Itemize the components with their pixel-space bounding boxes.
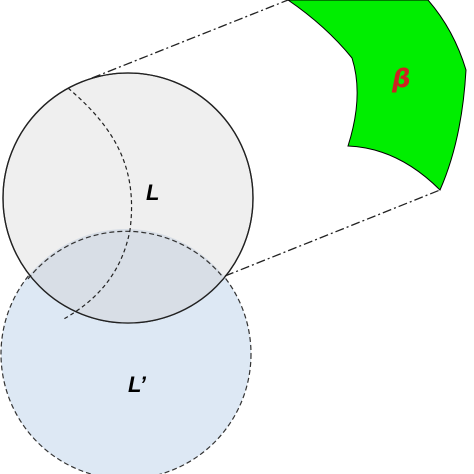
label-beta: β: [391, 64, 411, 94]
projection-line-top: [91, 0, 289, 79]
intersection-dashed-curve: [61, 87, 133, 321]
projection-line-bottom: [224, 189, 441, 277]
label-l: L: [146, 180, 159, 205]
circle-l-outline: [2, 72, 254, 324]
label-l-prime: L’: [128, 372, 147, 397]
region-beta: [287, 0, 467, 191]
overlap-region: [3, 229, 251, 323]
